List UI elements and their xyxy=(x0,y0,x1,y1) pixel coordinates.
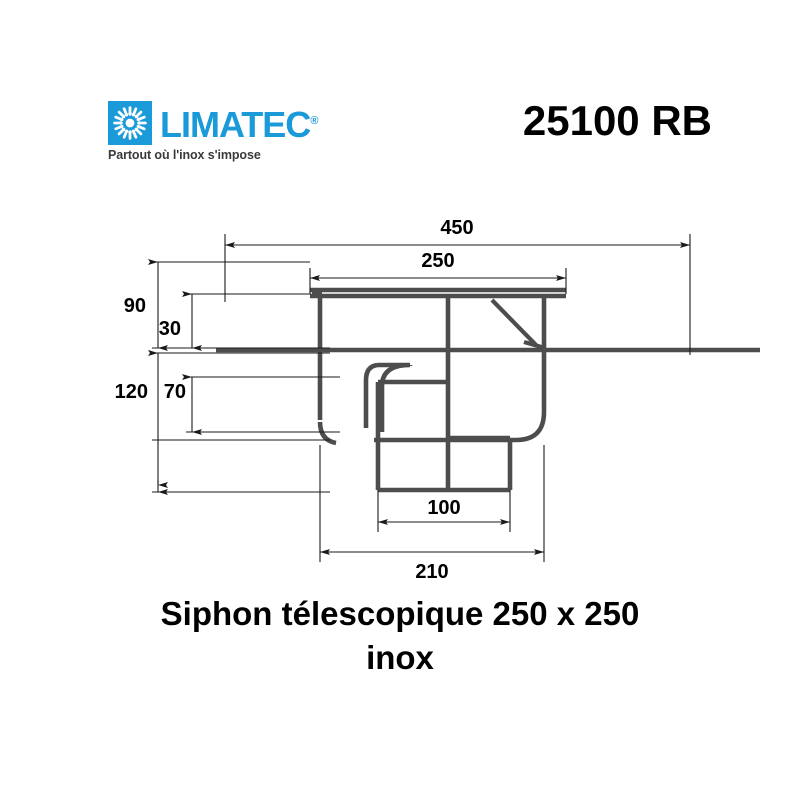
dim-label-250: 250 xyxy=(421,250,454,272)
page-header: LIMATEC® Partout où l'inox s'impose 2510… xyxy=(0,0,800,190)
caption-line-2: inox xyxy=(366,639,434,676)
registered-trademark-icon: ® xyxy=(310,115,318,127)
brand-logo: LIMATEC® Partout où l'inox s'impose xyxy=(108,100,318,172)
product-code: 25100 RB xyxy=(522,97,712,144)
brand-tagline: Partout où l'inox s'impose xyxy=(108,148,261,162)
dim-label-100: 100 xyxy=(427,497,460,519)
dimension-labels: 450 250 90 30 120 70 100 210 xyxy=(115,217,474,583)
dim-label-30: 30 xyxy=(159,318,181,340)
dim-label-120: 120 xyxy=(115,381,148,403)
brand-logo-row: LIMATEC® xyxy=(108,100,318,146)
drawing-canvas: 450 250 90 30 120 70 100 210 xyxy=(115,217,760,583)
caption-line-1: Siphon télescopique 250 x 250 xyxy=(160,595,640,632)
dim-label-90: 90 xyxy=(124,295,146,317)
siphon-cross-section xyxy=(216,287,760,493)
dim-label-450: 450 xyxy=(440,217,473,239)
technical-drawing: 450 250 90 30 120 70 100 210 xyxy=(0,190,800,585)
trap-bell xyxy=(363,362,413,432)
outlet-riser xyxy=(375,350,513,493)
brand-wordmark: LIMATEC® xyxy=(160,99,318,147)
brand-name: LIMATEC xyxy=(160,104,311,145)
dimension-lines xyxy=(148,234,691,562)
dim-label-210: 210 xyxy=(415,561,448,583)
drain-body xyxy=(317,350,547,446)
sunburst-flower-icon xyxy=(108,101,152,145)
dim-label-70: 70 xyxy=(164,381,186,403)
product-caption: Siphon télescopique 250 x 250 inox xyxy=(0,592,800,680)
grate-plate xyxy=(310,287,566,299)
telescopic-legs xyxy=(317,294,547,351)
